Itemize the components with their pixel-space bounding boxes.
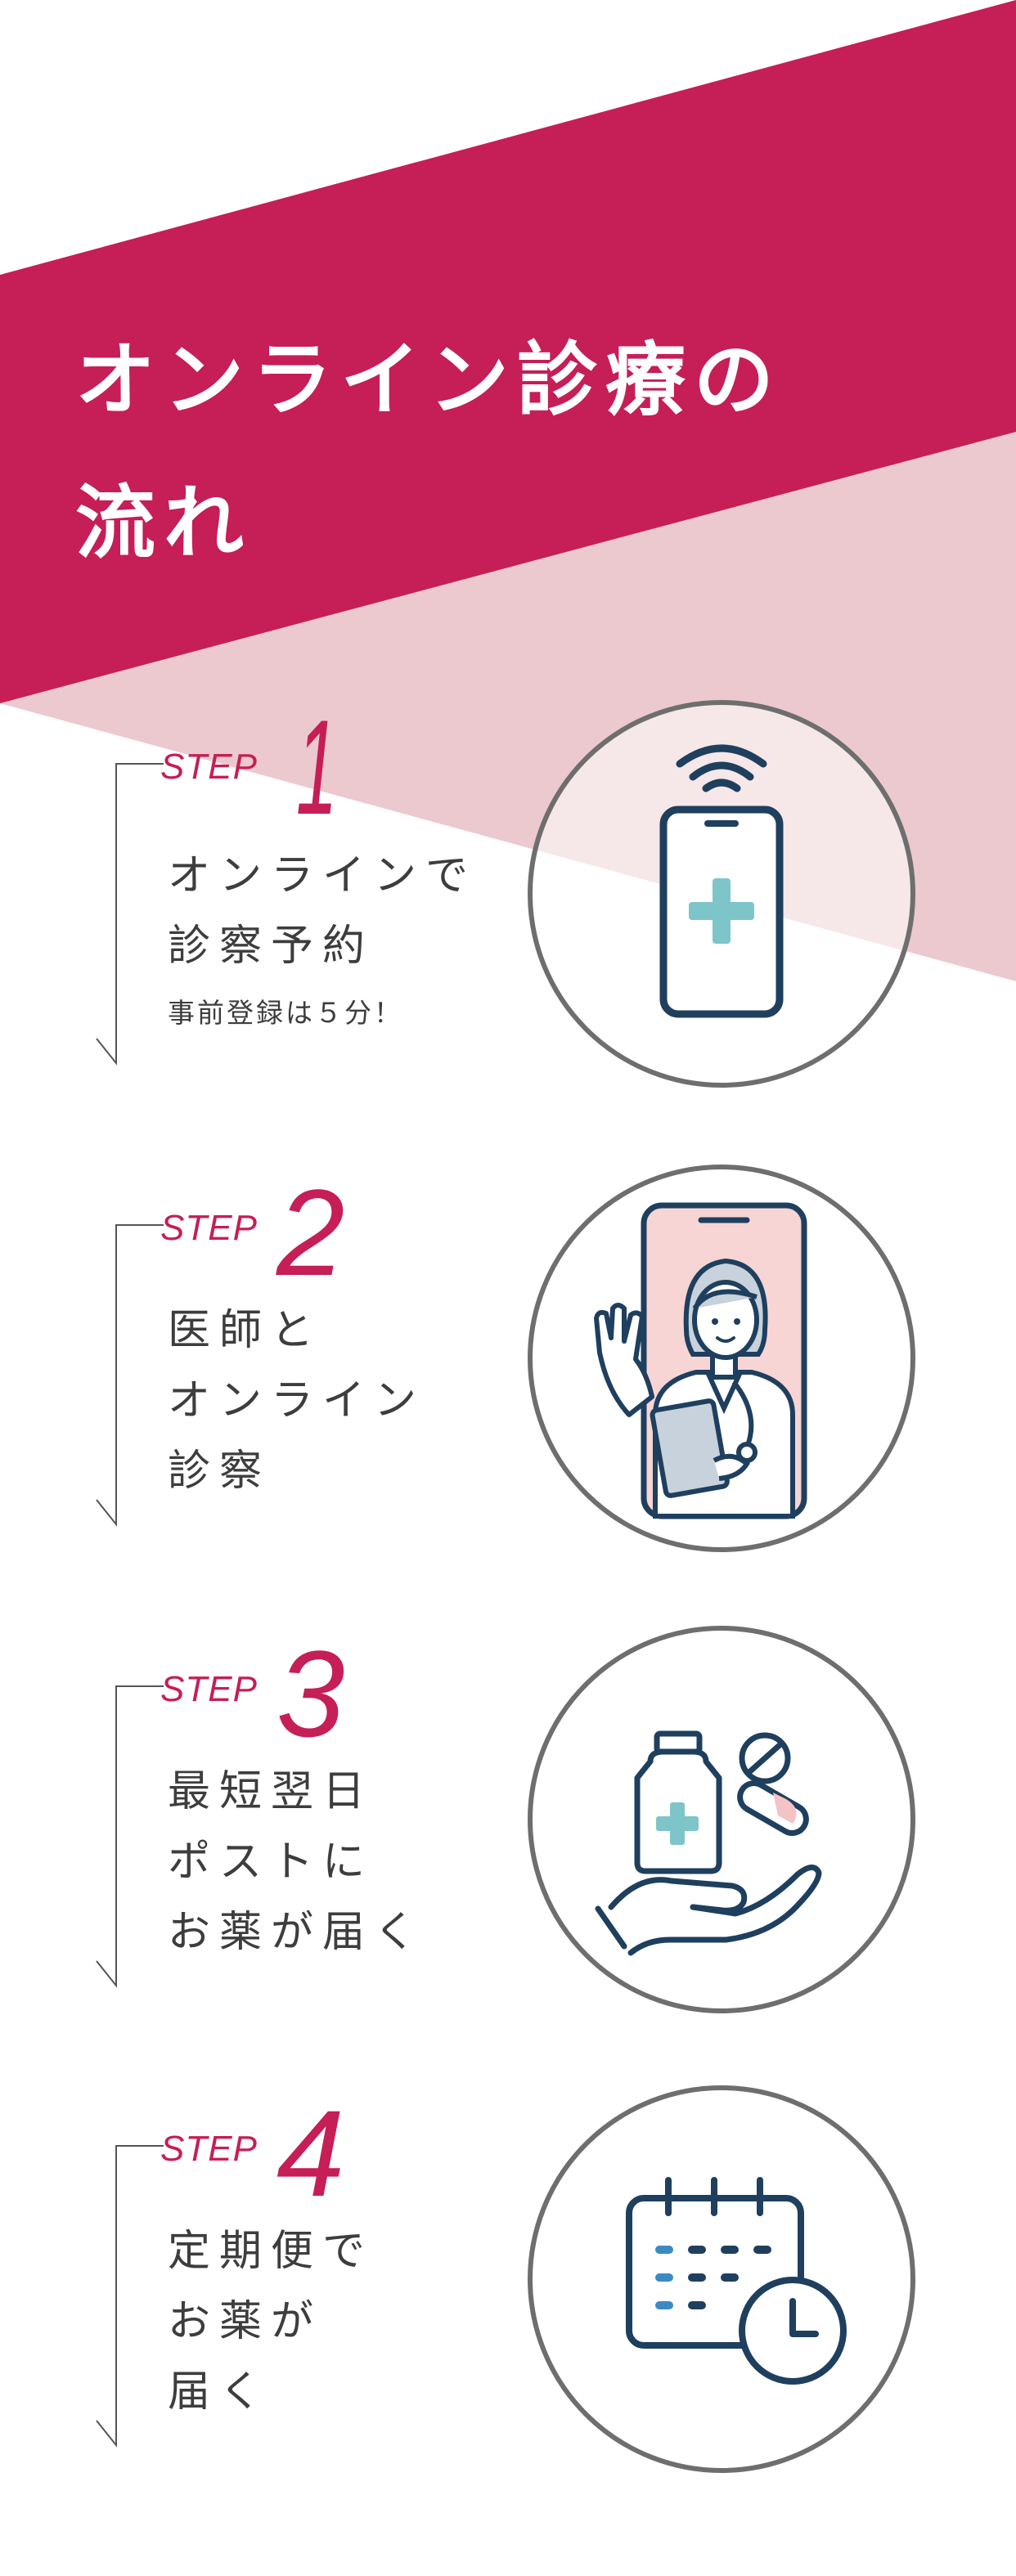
step-number: 1 bbox=[296, 692, 338, 842]
crimson-diagonal-band bbox=[0, 0, 1016, 703]
step-description: オンラインで 診察予約 bbox=[168, 841, 477, 981]
calendar-clock-icon bbox=[626, 2177, 847, 2385]
step-description-line: 医師と bbox=[168, 1306, 323, 1355]
step-icon-circle bbox=[528, 1626, 915, 2013]
step-4: STEP 4 定期便で お薬が 届く bbox=[0, 2085, 1016, 2519]
step-bracket bbox=[96, 1224, 164, 1527]
step-label: STEP bbox=[160, 2129, 258, 2169]
step-1: STEP 1 オンラインで 診察予約 事前登録は５分！ bbox=[0, 700, 1016, 1137]
step-description-line: お薬が届く bbox=[168, 1908, 426, 1957]
step-icon-circle bbox=[528, 700, 915, 1088]
step-description: 最短翌日 ポストに お薬が届く bbox=[168, 1757, 425, 1968]
step-bracket bbox=[96, 1685, 164, 1988]
step-label: STEP bbox=[160, 747, 258, 787]
step-description-line: お薬が bbox=[168, 2297, 323, 2346]
step-2: STEP 2 医師と オンライン 診察 bbox=[0, 1164, 1016, 1598]
step-label: STEP bbox=[160, 1208, 258, 1248]
calendar-days bbox=[655, 2246, 771, 2309]
step-description-line: 届く bbox=[168, 2367, 272, 2417]
step-icon-circle bbox=[528, 1165, 915, 1552]
step-description-line: 最短翌日 bbox=[168, 1767, 375, 1816]
step-number: 4 bbox=[276, 2085, 345, 2222]
page-title-line-2: 流れ bbox=[75, 477, 253, 570]
medicine-hand-icon bbox=[595, 1730, 822, 1956]
step-note: 事前登録は５分！ bbox=[168, 997, 403, 1029]
step-number: 2 bbox=[276, 1164, 345, 1301]
step-number: 3 bbox=[276, 1625, 345, 1762]
step-description-line: オンライン bbox=[168, 1376, 426, 1425]
step-bracket bbox=[96, 2145, 164, 2448]
step-description-line: 診察 bbox=[168, 1447, 272, 1496]
step-description-line: オンラインで bbox=[168, 851, 478, 900]
doctor-smartphone-icon bbox=[594, 1202, 807, 1519]
page-title-line-1: オンライン診療の bbox=[75, 334, 783, 427]
smartphone-medical-icon bbox=[659, 744, 784, 1018]
step-description: 医師と オンライン 診察 bbox=[168, 1295, 425, 1506]
step-label: STEP bbox=[160, 1669, 258, 1709]
step-description-line: 定期便で bbox=[168, 2227, 375, 2276]
page-title: オンライン診療の 流れ bbox=[75, 309, 782, 595]
step-3: STEP 3 最短翌日 ポストに お薬が届く bbox=[0, 1625, 1016, 2059]
step-description: 定期便で お薬が 届く bbox=[168, 2216, 374, 2427]
step-icon-circle bbox=[528, 2085, 915, 2473]
step-bracket bbox=[96, 763, 164, 1066]
step-description-line: 診察予約 bbox=[168, 922, 375, 971]
step-description-line: ポストに bbox=[168, 1838, 375, 1887]
